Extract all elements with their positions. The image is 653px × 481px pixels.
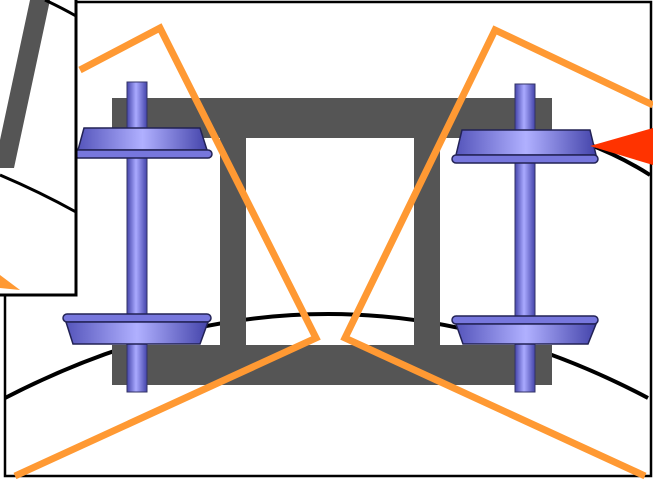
frame-bottom-rail bbox=[112, 345, 552, 385]
right-top-wheel bbox=[451, 129, 599, 164]
orange-guide-lines bbox=[13, 23, 653, 480]
main-panel-border bbox=[3, 0, 653, 478]
bogie-frame bbox=[112, 98, 552, 385]
left-bottom-wheel bbox=[62, 313, 212, 345]
inset-curve-top bbox=[44, 0, 77, 18]
inset-orange-corner bbox=[0, 275, 20, 290]
zoom-inset-top-left bbox=[0, 0, 78, 297]
right-wheelset bbox=[451, 83, 599, 393]
left-wheelset bbox=[62, 81, 213, 393]
track-curve-lower bbox=[4, 312, 649, 400]
inset-gray-wedge bbox=[0, 0, 50, 168]
right-bottom-wheel bbox=[451, 315, 599, 345]
left-top-wheel bbox=[73, 127, 213, 159]
frame-right-post bbox=[414, 120, 440, 365]
inset-curve-bottom bbox=[0, 173, 77, 214]
guide-line-left bbox=[13, 23, 321, 480]
red-pointer-right bbox=[590, 128, 653, 165]
guide-line-right bbox=[340, 25, 653, 480]
